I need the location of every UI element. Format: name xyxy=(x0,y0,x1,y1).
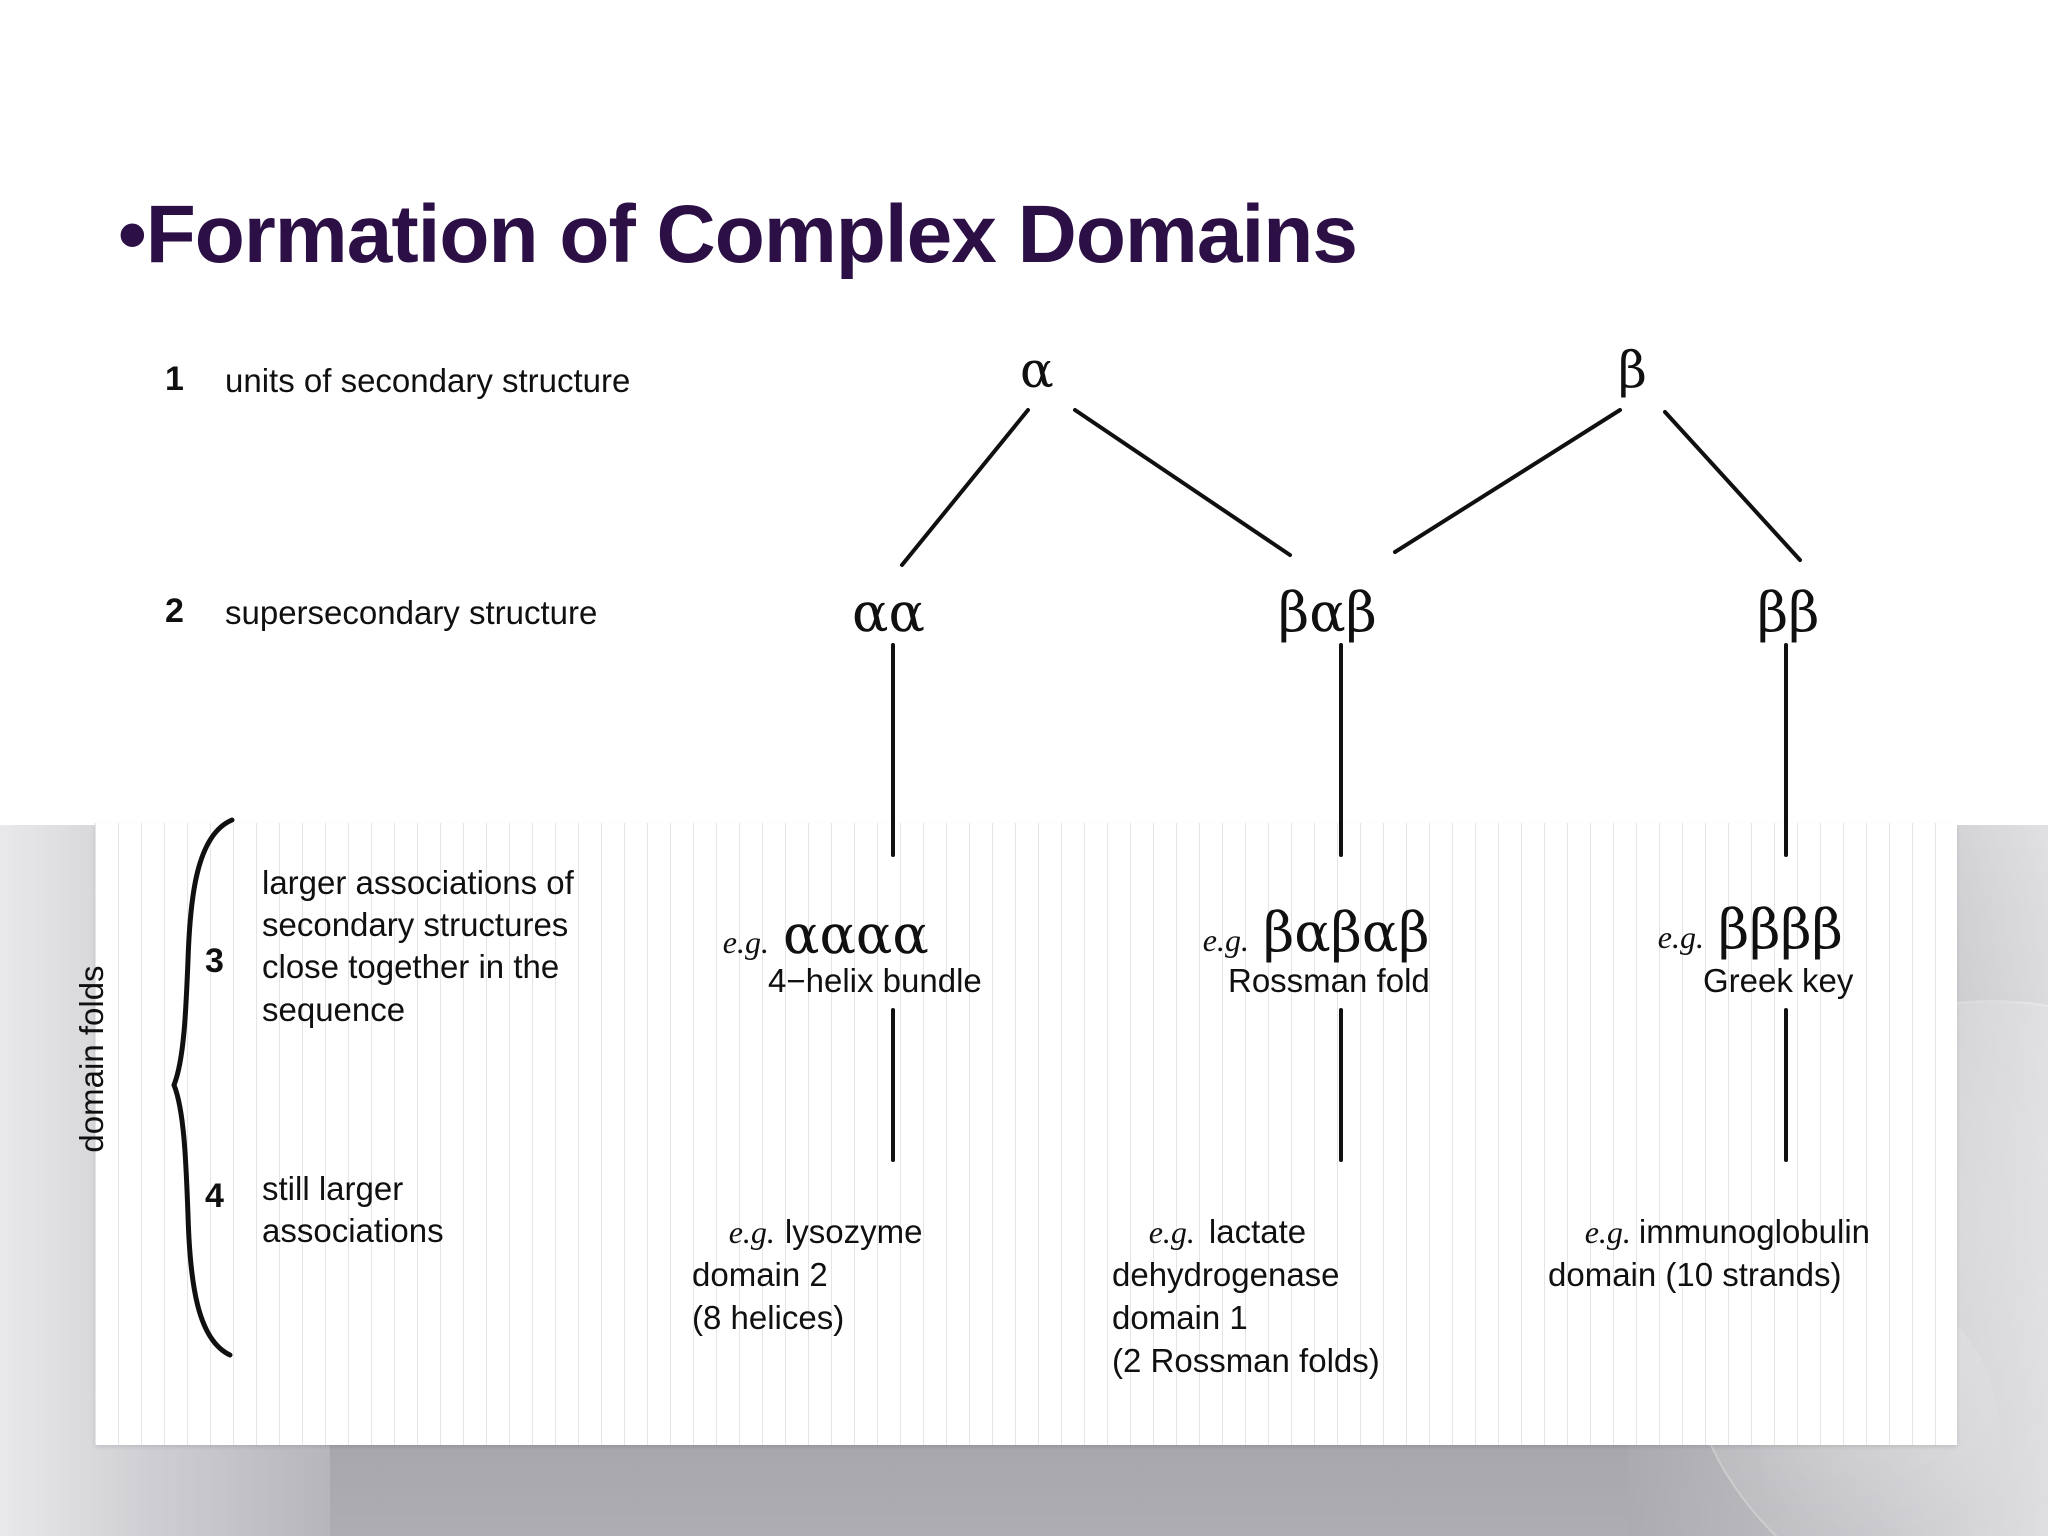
label-greek-key: Greek key xyxy=(1703,962,1854,999)
level-4-label: still larger associations xyxy=(262,1170,444,1250)
node-alphaalphaalphaalpha: αααα xyxy=(782,903,929,967)
node-beta-alpha-beta: βαβ xyxy=(1278,581,1377,644)
node-betabetabetabeta: ββββ xyxy=(1717,898,1843,962)
level-2-label: supersecondary structure xyxy=(225,594,598,631)
node-beta: β xyxy=(1618,341,1647,399)
level-4-number: 4 xyxy=(205,1177,224,1215)
level-4-column-2: e.g.lactate dehydrogenase domain 1 (2 Ro… xyxy=(1112,1168,1380,1425)
eg-label-greekkey: e.g. xyxy=(1657,919,1704,956)
node-beta-beta: ββ xyxy=(1757,581,1820,644)
level-3-column-3: e.g. ββββ xyxy=(1640,875,1843,985)
level-3-column-2: e.g. βαβαβ xyxy=(1185,878,1430,988)
eg-label-lysozyme: e.g. xyxy=(728,1213,775,1250)
level-3-label: larger associations of secondary structu… xyxy=(262,864,574,1028)
level-1-label: units of secondary structure xyxy=(225,362,631,399)
text-immunoglobulin: immunoglobulin domain (10 strands) xyxy=(1548,1212,1871,1293)
eg-label-4helix: e.g. xyxy=(722,924,769,961)
text-lactate-dehydrogenase: lactate dehydrogenase domain 1 (2 Rossma… xyxy=(1112,1212,1380,1379)
eg-label-rossman: e.g. xyxy=(1202,922,1249,959)
page-title: •Formation of Complex Domains xyxy=(118,189,1358,280)
level-4-column-3: e.g.immunoglobulin domain (10 strands) xyxy=(1548,1168,1870,1340)
text-lysozyme: lysozyme domain 2 (8 helices) xyxy=(692,1212,923,1336)
eg-label-immunoglobulin: e.g. xyxy=(1584,1213,1631,1250)
level-3-column-1: e.g. αααα xyxy=(705,880,929,990)
node-alpha: α xyxy=(1020,341,1054,399)
level-4-column-1: e.g.lysozyme domain 2 (8 helices) xyxy=(692,1168,922,1382)
label-rossman-fold: Rossman fold xyxy=(1228,962,1430,999)
node-alpha-alpha: αα xyxy=(852,581,925,644)
label-4helix-bundle: 4−helix bundle xyxy=(768,962,982,999)
node-betaalphabetaalphabeta: βαβαβ xyxy=(1262,901,1430,965)
level-1-number: 1 xyxy=(165,360,184,398)
figure-panel xyxy=(95,823,1957,1445)
level-2-number: 2 xyxy=(165,592,184,630)
domain-folds-axis-label: domain folds xyxy=(73,965,110,1153)
eg-label-lactate: e.g. xyxy=(1148,1213,1195,1250)
level-3-number: 3 xyxy=(205,942,224,980)
